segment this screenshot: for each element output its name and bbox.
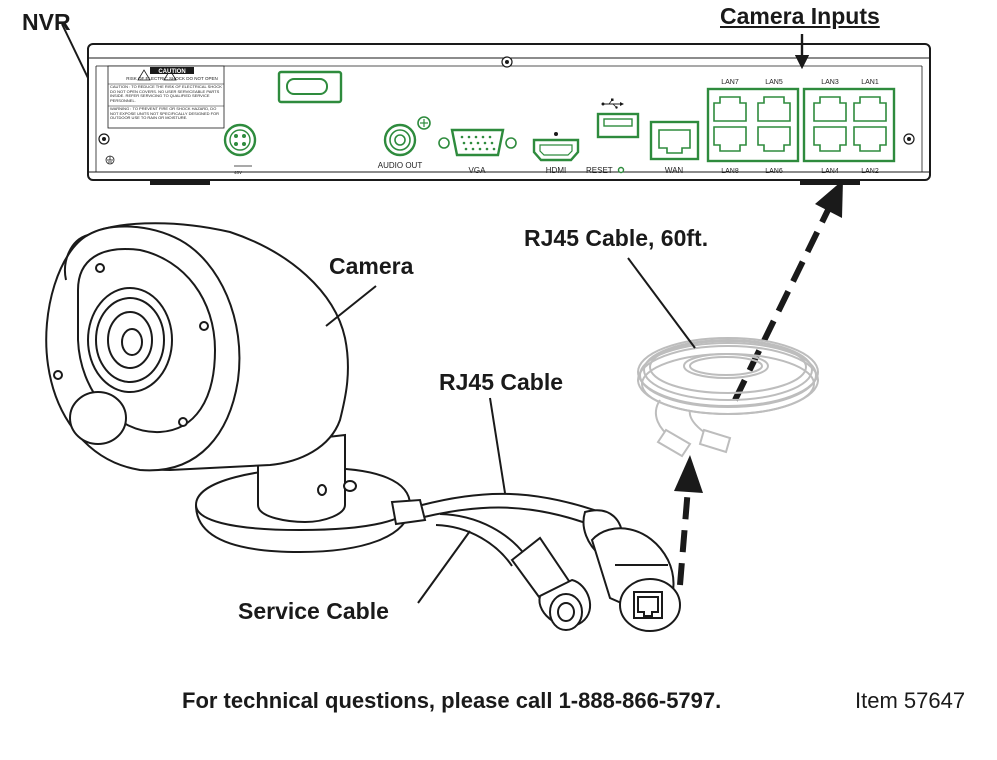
vga-port: VGA [438, 128, 517, 175]
camera-label: Camera [329, 253, 414, 279]
nvr-label: NVR [22, 9, 71, 35]
lan-port-label: LAN6 [765, 168, 783, 175]
lightning-icon [163, 69, 177, 81]
lan-port-label: LAN1 [861, 79, 879, 86]
hdmi-label: HDMI [546, 166, 566, 175]
lan-port-label: LAN7 [721, 79, 739, 86]
usb-icon [601, 98, 624, 109]
power-port: 48V [223, 123, 257, 175]
caution-sub: RISK OF ELECTRIC SHOCK DO NOT OPEN [126, 76, 217, 81]
nvr-leader-line [61, 23, 89, 79]
lan-port-icon [757, 96, 791, 122]
rj45-60ft-label: RJ45 Cable, 60ft. [524, 225, 709, 251]
wan-label: WAN [665, 166, 684, 175]
lan-port-icon [853, 126, 887, 152]
dashed-arrow-to-cable [674, 455, 703, 586]
service-cable-leader-line [417, 530, 471, 604]
wan-port: WAN [649, 120, 700, 175]
dashed-arrow-to-nvr [732, 180, 843, 402]
lan-port-icon [853, 96, 887, 122]
rj45-60ft-leader-line [627, 257, 696, 349]
audio-out-label: AUDIO OUT [378, 161, 423, 170]
ground-icon [105, 155, 115, 165]
camera-illustration [45, 222, 412, 554]
lan-port-label: LAN3 [821, 79, 839, 86]
service-cable-label: Service Cable [238, 598, 389, 624]
lan-port-label: LAN2 [861, 168, 879, 175]
lan-port-icon [713, 126, 747, 152]
lan-port-label: LAN5 [765, 79, 783, 86]
lan-port-icon [813, 96, 847, 122]
rj45-cable-coil [637, 337, 819, 458]
hdmi-port: HDMI [532, 132, 580, 175]
item-number: Item 57647 [855, 688, 966, 713]
vga-label: VGA [469, 166, 487, 175]
camera-leader-line [325, 285, 377, 327]
audio-out-port: AUDIO OUT [378, 116, 431, 170]
warning-text: WARNING : TO PREVENT FIRE OR SHOCK HAZAR… [110, 107, 220, 121]
reset-label: RESET [586, 166, 613, 175]
power-switch [277, 70, 343, 104]
caution-title: CAUTION [158, 69, 185, 75]
nvr-rear-panel: CAUTION RISK OF ELECTRIC SHOCK DO NOT OP… [87, 43, 931, 185]
lan-port-icon [813, 126, 847, 152]
rj45-cable-leader-line [489, 397, 506, 494]
power-label: 48V [234, 170, 242, 175]
camera-inputs-label: Camera Inputs [720, 3, 880, 29]
lan-port-icon [757, 126, 791, 152]
lan-port-label: LAN4 [821, 168, 839, 175]
lan-port-label: LAN8 [721, 168, 739, 175]
lan-port-icon [713, 96, 747, 122]
warning-triangle-icon [137, 69, 151, 81]
usb-port: RESET [586, 98, 640, 175]
camera-cables [390, 492, 681, 632]
caution-text: CAUTION : TO REDUCE THE RISK OF ELECTRIC… [110, 85, 222, 103]
tech-support-line: For technical questions, please call 1-8… [182, 688, 722, 713]
rj45-cable-label: RJ45 Cable [439, 369, 564, 395]
caution-label: CAUTION RISK OF ELECTRIC SHOCK DO NOT OP… [107, 65, 225, 129]
reset-button-icon [617, 166, 625, 174]
